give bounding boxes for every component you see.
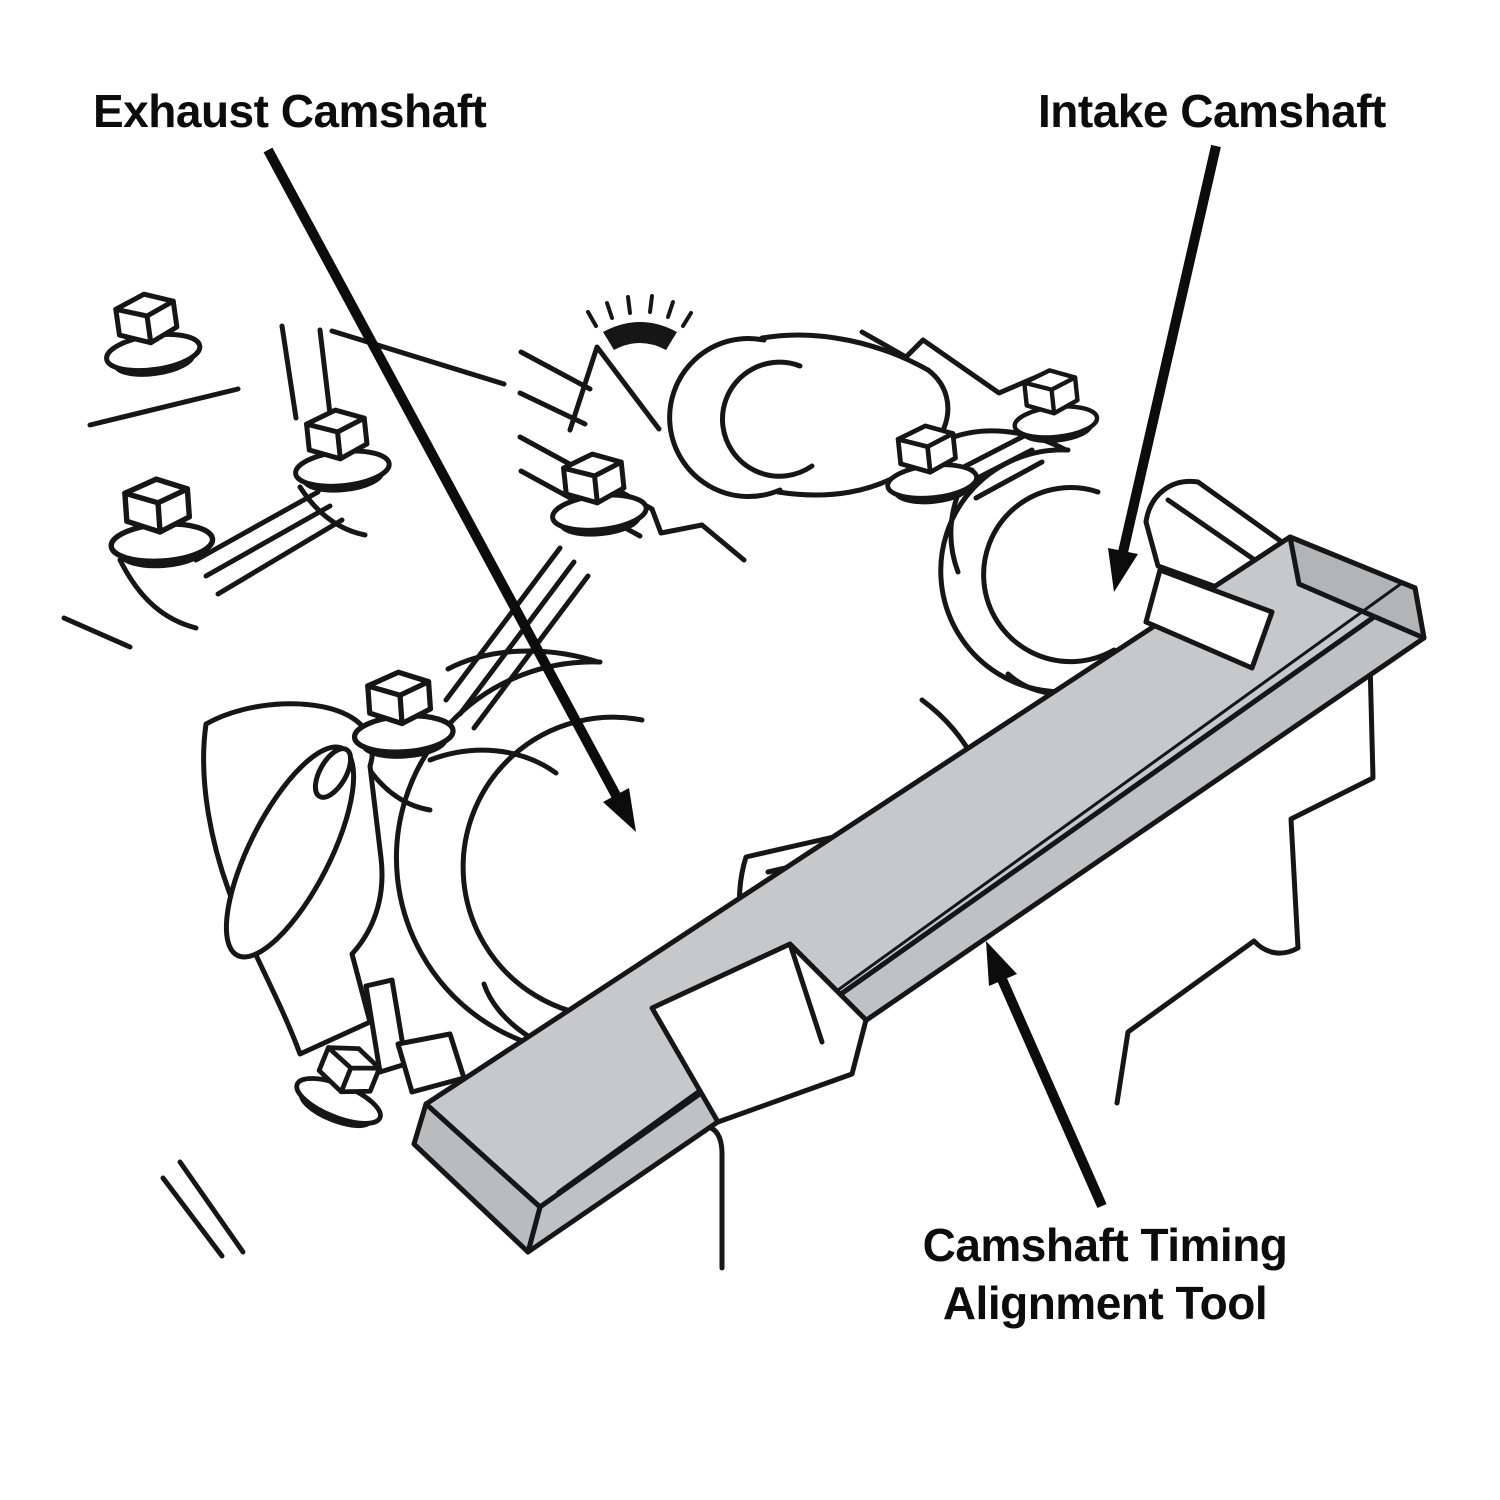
hex-bolt-5 — [350, 669, 454, 760]
starburst-bolt — [586, 294, 693, 350]
alignment-tool-label-line1: Camshaft Timing — [922, 1219, 1288, 1271]
bearing-pedestal — [567, 344, 662, 433]
alignment-tool-label: Camshaft Timing Alignment Tool — [860, 1216, 1350, 1332]
intake-camshaft-label: Intake Camshaft — [1038, 85, 1386, 137]
alignment-tool-arrow — [986, 941, 1107, 1209]
alignment-tool-label-line2: Alignment Tool — [942, 1277, 1268, 1329]
exhaust-camshaft-label: Exhaust Camshaft — [93, 85, 487, 137]
intake-camshaft-body — [667, 332, 951, 499]
hex-bolt-1 — [98, 288, 202, 380]
hex-bolt-2 — [289, 405, 391, 494]
exhaust-camshaft-arrow — [263, 147, 636, 832]
intake-camshaft-arrow — [1108, 144, 1221, 592]
alignment-tool-top-face — [423, 534, 1418, 1210]
intake-cam-slot-front-wall — [1143, 567, 1275, 671]
hex-bolt-3 — [107, 476, 214, 569]
alignment-tool-bar — [411, 534, 1427, 1255]
alignment-tool-right-end — [1287, 534, 1427, 641]
lifting-hook — [201, 701, 467, 1095]
alignment-tool-left-end — [411, 1101, 543, 1255]
exhaust-cam-slot-front-wall — [649, 941, 869, 1125]
alignment-tool-front-face — [525, 585, 1427, 1255]
hex-bolt-7 — [1009, 366, 1099, 445]
